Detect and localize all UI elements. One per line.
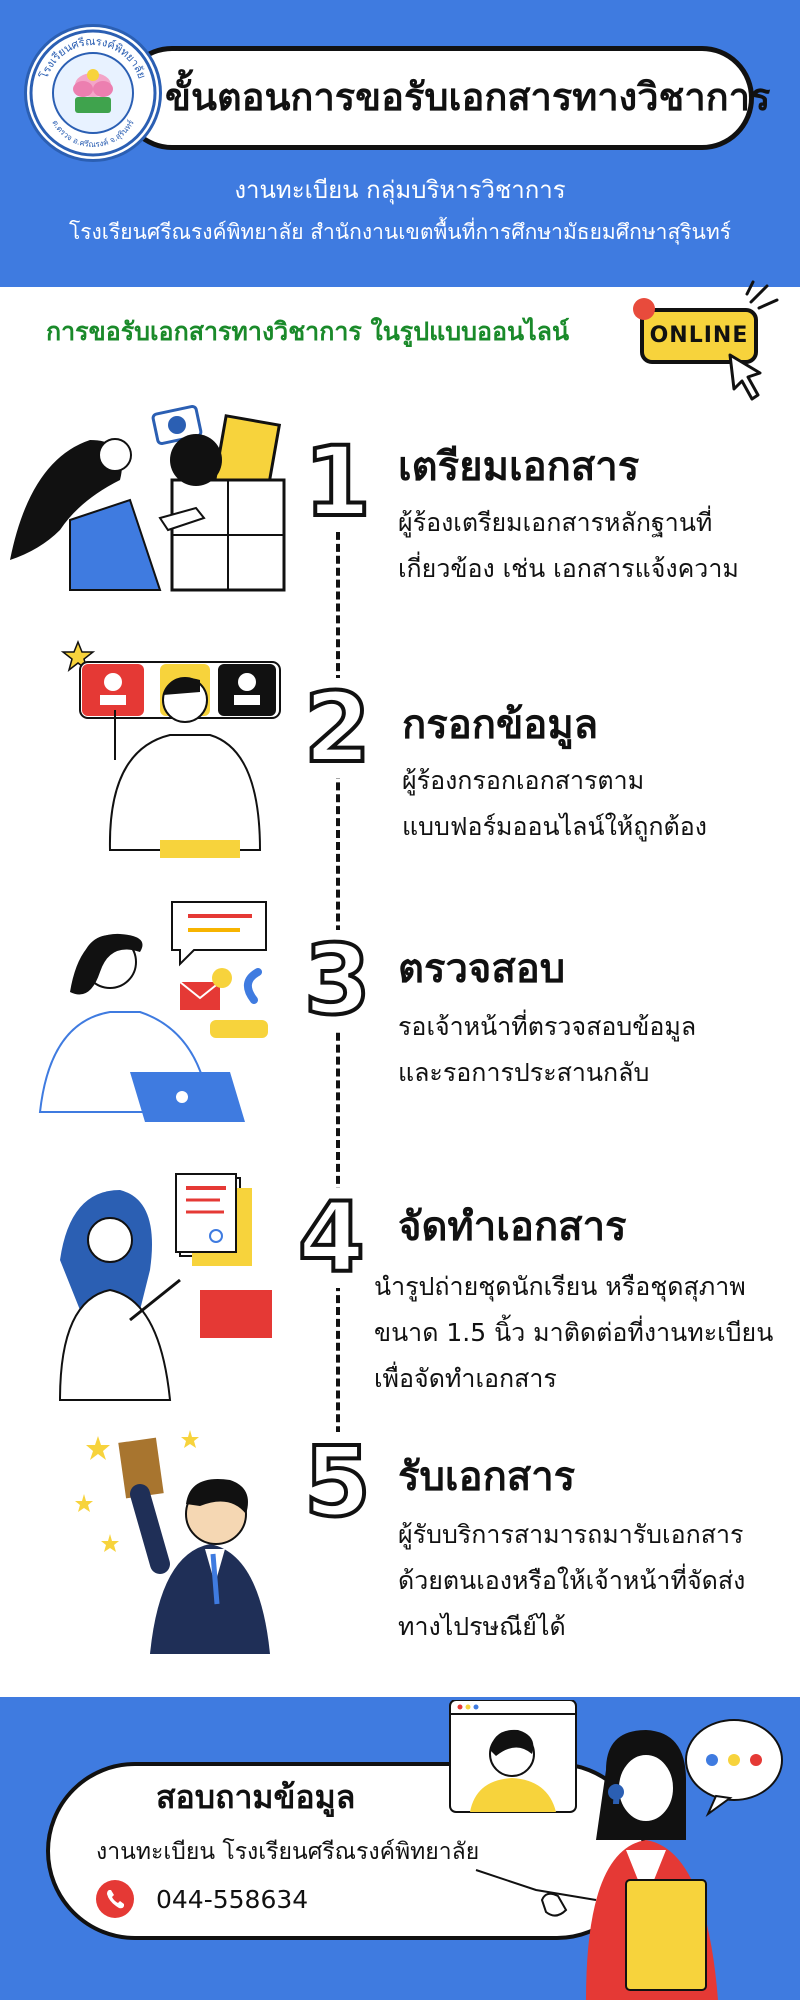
step-3-desc-line: และรอการประสานกลับ bbox=[398, 1058, 650, 1087]
online-section-heading: การขอรับเอกสารทางวิชาการ ในรูปแบบออนไลน์ bbox=[46, 317, 570, 346]
step-4-desc-line: เพื่อจัดทำเอกสาร bbox=[374, 1364, 557, 1393]
phone-icon bbox=[96, 1880, 134, 1918]
phone-number[interactable]: 044-558634 bbox=[156, 1885, 309, 1914]
step-4-description: นำรูปถ่ายชุดนักเรียน หรือชุดสุภาพ ขนาด 1… bbox=[374, 1264, 773, 1402]
header-subtitle-school: โรงเรียนศรีณรงค์พิทยาลัย สำนักงานเขตพื้น… bbox=[68, 220, 732, 244]
step-5-desc-line: ทางไปรษณีย์ได้ bbox=[398, 1612, 566, 1641]
step-1-description: ผู้ร้องเตรียมเอกสารหลักฐานที่ เกี่ยวข้อง… bbox=[398, 500, 739, 592]
step-4-desc-line: นำรูปถ่ายชุดนักเรียน หรือชุดสุภาพ bbox=[374, 1272, 746, 1301]
step-5-title: รับเอกสาร bbox=[398, 1454, 576, 1500]
man-selecting-profile-illustration bbox=[60, 640, 281, 858]
step-2-number: 2 bbox=[300, 676, 375, 780]
step-5-desc-line: ผู้รับบริการสามารถมารับเอกสาร bbox=[398, 1520, 744, 1549]
step-3-desc-line: รอเจ้าหน้าที่ตรวจสอบข้อมูล bbox=[398, 1012, 697, 1041]
step-3-number: 3 bbox=[300, 928, 375, 1032]
call-center-agent-illustration bbox=[449, 1700, 783, 2000]
step-1-number: 1 bbox=[300, 430, 375, 534]
notification-dot-icon bbox=[633, 298, 655, 320]
woman-with-documents-illustration bbox=[58, 1173, 272, 1401]
online-badge: ONLINE bbox=[640, 308, 758, 364]
step-2-description: ผู้ร้องกรอกเอกสารตาม แบบฟอร์มออนไลน์ให้ถ… bbox=[402, 758, 707, 850]
sparkle-rays-icon bbox=[745, 280, 779, 310]
school-logo: โรงเรียนศรีณรงค์พิทยาลัย ต.ตรวจ อ.ศรีณรง… bbox=[24, 24, 162, 162]
step-5-desc-line: ด้วยตนเองหรือให้เจ้าหน้าที่จัดส่ง bbox=[398, 1566, 746, 1595]
step-3-description: รอเจ้าหน้าที่ตรวจสอบข้อมูล และรอการประสา… bbox=[398, 1004, 696, 1096]
cursor-pointer-icon bbox=[728, 353, 762, 401]
step-5-number: 5 bbox=[300, 1430, 375, 1534]
woman-with-box-illustration bbox=[10, 404, 286, 592]
title-pill bbox=[120, 46, 754, 150]
page-title: ขั้นตอนการขอรับเอกสารทางวิชาการ bbox=[165, 75, 771, 119]
step-1-desc-line: ผู้ร้องเตรียมเอกสารหลักฐานที่ bbox=[398, 508, 713, 537]
step-1-desc-line: เกี่ยวข้อง เช่น เอกสารแจ้งความ bbox=[398, 554, 739, 583]
woman-with-laptop-illustration bbox=[38, 901, 268, 1122]
step-4-title: จัดทำเอกสาร bbox=[398, 1204, 627, 1250]
contact-title: สอบถามข้อมูล bbox=[156, 1778, 356, 1816]
contact-school-name: งานทะเบียน โรงเรียนศรีณรงค์พิทยาลัย bbox=[96, 1839, 480, 1865]
man-receiving-envelope-illustration bbox=[75, 1430, 270, 1654]
online-badge-label: ONLINE bbox=[649, 323, 749, 348]
step-2-desc-line: ผู้ร้องกรอกเอกสารตาม bbox=[402, 766, 645, 795]
step-3-title: ตรวจสอบ bbox=[398, 946, 566, 992]
step-5-description: ผู้รับบริการสามารถมารับเอกสาร ด้วยตนเองห… bbox=[398, 1512, 745, 1650]
step-4-desc-line: ขนาด 1.5 นิ้ว มาติดต่อที่งานทะเบียน bbox=[374, 1318, 774, 1347]
step-4-number: 4 bbox=[294, 1186, 369, 1290]
header-subtitle-department: งานทะเบียน กลุ่มบริหารวิชาการ bbox=[234, 176, 566, 204]
step-2-desc-line: แบบฟอร์มออนไลน์ให้ถูกต้อง bbox=[402, 812, 707, 841]
step-1-title: เตรียมเอกสาร bbox=[398, 444, 640, 490]
step-2-title: กรอกข้อมูล bbox=[402, 702, 599, 748]
